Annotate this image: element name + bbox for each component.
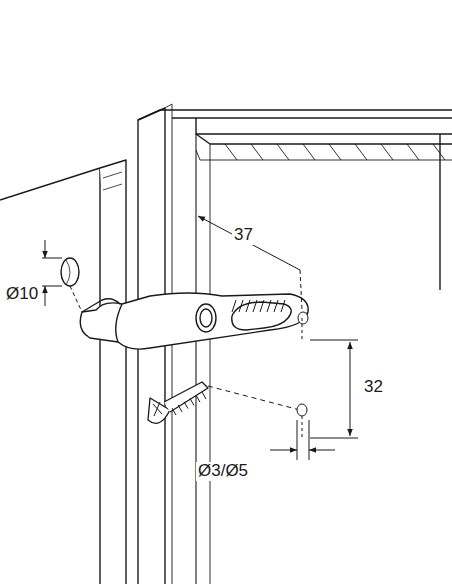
stroke xyxy=(303,144,315,160)
stroke xyxy=(178,405,182,412)
stroke xyxy=(329,144,341,160)
dimension-label: 37 xyxy=(232,226,255,245)
stroke xyxy=(251,144,263,160)
stroke xyxy=(190,398,194,405)
stroke xyxy=(239,300,243,312)
stroke xyxy=(267,300,271,312)
stroke xyxy=(277,144,289,160)
diameter-label: Ø3/Ø5 xyxy=(196,462,250,481)
stroke xyxy=(225,144,237,160)
stroke xyxy=(172,408,176,415)
stroke xyxy=(232,300,236,312)
stroke xyxy=(184,402,188,409)
stroke xyxy=(355,144,367,160)
stroke xyxy=(274,300,278,312)
stroke xyxy=(433,144,445,160)
stroke xyxy=(260,300,264,312)
stroke xyxy=(381,144,393,160)
stroke xyxy=(202,392,206,399)
stroke xyxy=(407,144,419,160)
dimension-label: 32 xyxy=(362,378,385,397)
stroke xyxy=(253,300,257,312)
diameter-label: Ø10 xyxy=(4,285,40,304)
stroke xyxy=(196,395,200,402)
stroke xyxy=(246,300,250,312)
stroke xyxy=(281,300,285,312)
